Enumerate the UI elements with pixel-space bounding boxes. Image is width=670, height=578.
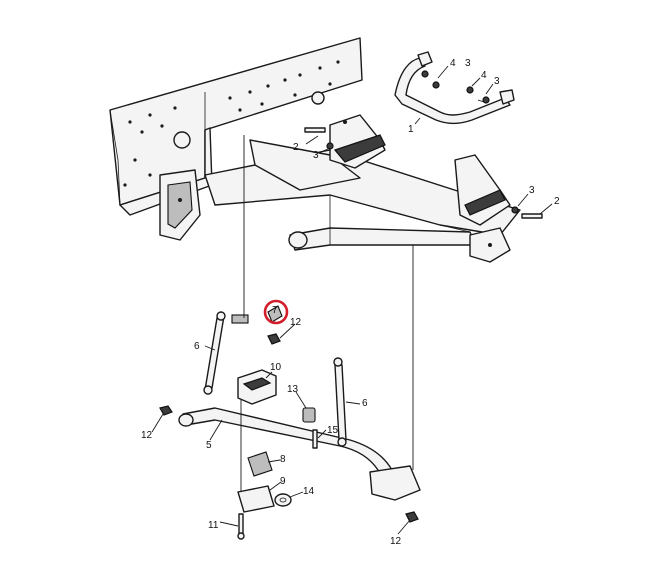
- bolt-11: [237, 513, 245, 540]
- upper-control-arm-right: [454, 154, 511, 263]
- callout-11: 11: [208, 520, 219, 531]
- callout-9: 9: [280, 476, 286, 487]
- leader-lines: [151, 65, 553, 535]
- callout-3-top-left: 3: [465, 58, 471, 69]
- callout-4-left: 4: [450, 58, 456, 69]
- callout-5: 5: [206, 440, 212, 451]
- callout-15: 15: [327, 425, 339, 436]
- callout-2-upper: 2: [293, 142, 299, 153]
- stabilizer-link-right: [333, 357, 347, 447]
- bolt-7: [267, 305, 283, 323]
- fasteners-2-3-4: [304, 70, 543, 219]
- bushing-clamp-upper: [237, 369, 277, 405]
- upper-control-arm-left: [329, 114, 386, 169]
- washer-14: [274, 493, 292, 507]
- stabilizer-bar: [178, 407, 421, 501]
- callout-labels: 1 2 3 4 3 4 3 3 2 7 12 6 10 13 6 12 15 5…: [141, 58, 560, 547]
- part-1-bracket: [394, 51, 515, 125]
- callout-12-left: 12: [141, 430, 153, 441]
- callout-7: 7: [272, 305, 278, 316]
- frame-bracket-left: [159, 169, 201, 241]
- bushing-8: [247, 451, 273, 477]
- highlight-circle-part-7: [263, 299, 289, 325]
- callout-4-right: 4: [481, 70, 487, 81]
- callout-2-right: 2: [554, 196, 560, 207]
- callout-13: 13: [287, 384, 299, 395]
- stabilizer-link-left: [203, 311, 249, 395]
- bushing-clamp-lower: [237, 485, 275, 513]
- callout-3-right: 3: [529, 185, 535, 196]
- callout-14: 14: [303, 486, 315, 497]
- bracket-13: [302, 407, 316, 423]
- callout-10: 10: [270, 362, 282, 373]
- callout-6-right: 6: [362, 398, 368, 409]
- callout-1: 1: [408, 124, 414, 135]
- callout-6-left: 6: [194, 341, 200, 352]
- callout-3-upper: 3: [313, 150, 319, 161]
- bolt-15: [312, 429, 318, 449]
- nuts-12: [159, 333, 419, 523]
- callout-8: 8: [280, 454, 286, 465]
- callout-12-link: 12: [290, 317, 302, 328]
- callout-3-top-right: 3: [494, 76, 500, 87]
- callout-12-bottom: 12: [390, 536, 402, 547]
